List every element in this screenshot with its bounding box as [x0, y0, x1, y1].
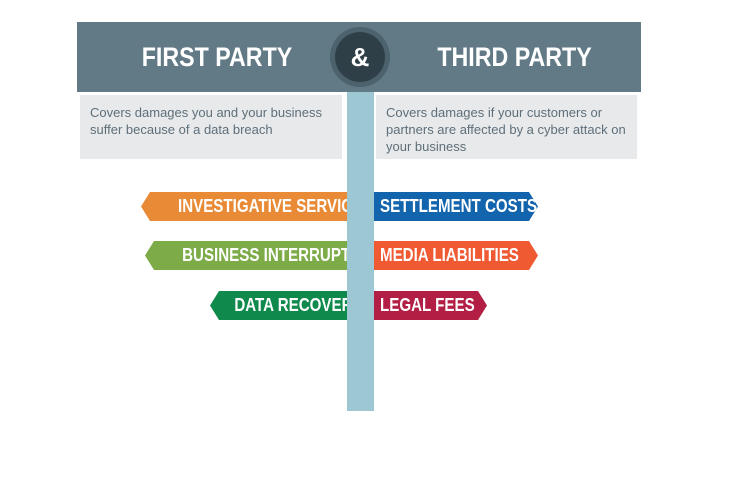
first-party-description: Covers damages you and your business suf…	[80, 95, 342, 159]
sign-investigative-services: INVESTIGATIVE SERVICES	[141, 192, 347, 221]
sign-label: BUSINESS INTERRUPTION	[182, 245, 378, 265]
sign-media-liabilities: MEDIA LIABILITIES	[374, 241, 538, 270]
sign-legal-fees: LEGAL FEES	[374, 291, 487, 320]
first-party-title: FIRST PARTY	[141, 42, 293, 72]
third-party-description: Covers damages if your customers or part…	[376, 95, 637, 159]
sign-business-interruption: BUSINESS INTERRUPTION	[145, 241, 347, 270]
sign-label: LEGAL FEES	[380, 295, 475, 315]
third-party-title: THIRD PARTY	[437, 42, 592, 72]
sign-label: MEDIA LIABILITIES	[380, 245, 519, 265]
sign-label: DATA RECOVERY	[234, 295, 363, 315]
sign-label: SETTLEMENT COSTS	[380, 196, 538, 216]
signpost-pole	[347, 92, 374, 411]
sign-settlement-costs: SETTLEMENT COSTS	[374, 192, 538, 221]
sign-data-recovery: DATA RECOVERY	[210, 291, 347, 320]
sign-label: INVESTIGATIVE SERVICES	[178, 196, 373, 216]
ampersand-badge: &	[335, 32, 385, 82]
